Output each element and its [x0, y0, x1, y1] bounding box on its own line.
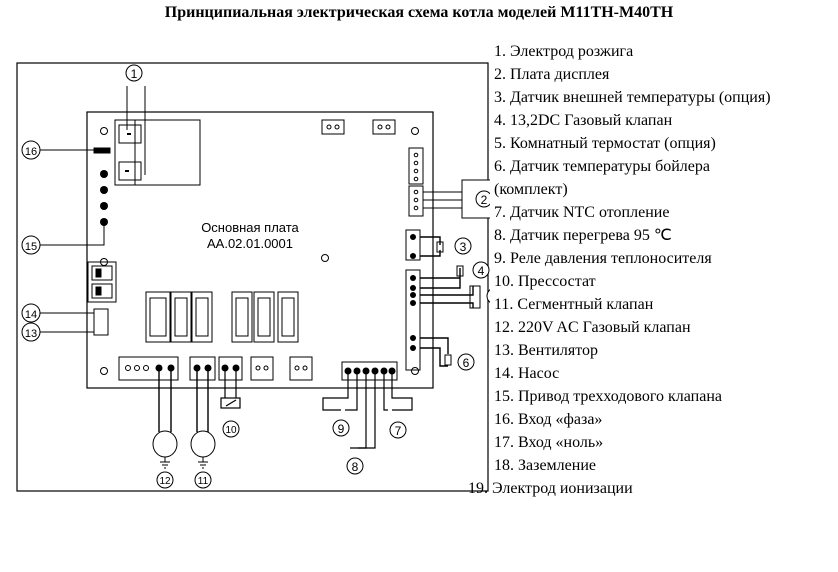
- callout-3-circle: [454, 237, 472, 255]
- callout-6: 6: [463, 356, 470, 370]
- callout-12-circle: [156, 471, 174, 489]
- right-connectors: [408, 147, 490, 219]
- valve-pins: [100, 170, 108, 226]
- valve-wires: [158, 368, 209, 432]
- callout-9: 9: [338, 422, 345, 436]
- callout-14-circle: [21, 303, 41, 323]
- legend-item: 9. Реле давления теплоносителя: [494, 250, 712, 267]
- legend-list: 1. Электрод розжига 2. Плата дисплея 3. …: [468, 40, 834, 500]
- legend-item: 15. Привод трехходового клапана: [494, 388, 722, 405]
- page-title: Принципиальная электрическая схема котла…: [164, 4, 674, 21]
- legend-item: 19. Электрод ионизации: [468, 480, 633, 497]
- callout-13: 13: [25, 328, 37, 340]
- callout-9-circle: [332, 419, 350, 437]
- callout-3: 3: [460, 240, 467, 254]
- sensor-pins: [410, 234, 416, 351]
- bottom-pins: [155, 364, 396, 375]
- legend-item: 8. Датчик перегрева 95 ℃: [494, 227, 672, 244]
- legend-item: 5. Комнатный термостат (опция): [494, 135, 716, 152]
- sensor-block: [405, 229, 481, 371]
- fan-pump-wires: [40, 308, 109, 336]
- callout-4-circle: [472, 261, 490, 279]
- callout-14: 14: [25, 309, 37, 321]
- wiring-diagram: 1 2 3 4 5 6: [16, 62, 490, 492]
- legend-item: 6. Датчик температуры бойлера (комплект): [494, 158, 710, 198]
- relays: [145, 291, 299, 343]
- legend-item: 12. 220V AC Газовый клапан: [494, 319, 691, 336]
- callout-1-circle: [125, 64, 143, 82]
- left-wires: [40, 147, 111, 246]
- outer-frame: [16, 62, 489, 492]
- callout-2-circle: [475, 190, 490, 208]
- bottom-connectors: [118, 356, 398, 381]
- callout-16: 16: [25, 146, 37, 158]
- callout-16-circle: [21, 140, 41, 160]
- mounting-holes: [100, 127, 419, 375]
- legend-item: 4. 13,2DC Газовый клапан: [494, 112, 673, 129]
- legend-item: 17. Вход «ноль»: [494, 434, 604, 451]
- callout-10: 10: [225, 425, 237, 436]
- callout-2: 2: [481, 193, 488, 207]
- segment-valve-11: [190, 430, 216, 458]
- callout-4: 4: [478, 264, 485, 278]
- callout-1: 1: [131, 67, 138, 81]
- callout-7-circle: [389, 421, 407, 439]
- callout-5-circle: [486, 289, 490, 303]
- legend-item: 18. Заземление: [494, 457, 596, 474]
- callout-11-circle: [194, 471, 212, 489]
- callout-7: 7: [395, 424, 402, 438]
- legend-item: 10. Прессостат: [494, 273, 596, 290]
- callout-15: 15: [25, 241, 37, 253]
- gas-valve-12: [152, 430, 178, 458]
- board-label-line2: AA.02.01.0001: [207, 236, 293, 251]
- callout-15-circle: [21, 235, 41, 255]
- legend-item: 14. Насос: [494, 365, 560, 382]
- main-board: [86, 111, 434, 389]
- sensor-wires-bottom: [322, 371, 413, 449]
- legend-item: 7. Датчик NTC отопление: [494, 204, 670, 221]
- pressostat-10: [220, 368, 241, 409]
- callout-13-circle: [21, 322, 41, 342]
- legend-item: 13. Вентилятор: [494, 342, 599, 359]
- callout-10-circle: [222, 420, 240, 438]
- callout-11: 11: [198, 476, 209, 487]
- legend-item: 2. Плата дисплея: [494, 66, 610, 83]
- callout-8: 8: [352, 460, 359, 474]
- ignition-block: [114, 86, 201, 186]
- callout-12: 12: [159, 476, 171, 487]
- callout-8-circle: [346, 457, 364, 475]
- legend-item: 1. Электрод розжига: [494, 43, 634, 60]
- board-label-line1: Основная плата: [201, 220, 299, 235]
- top-connectors: [321, 119, 396, 135]
- power-terminal: [87, 261, 117, 303]
- legend-item: 16. Вход «фаза»: [494, 411, 603, 428]
- legend-item: 11. Сегментный клапан: [494, 296, 654, 313]
- legend-item: 3. Датчик внешней температуры (опция): [494, 89, 771, 106]
- callout-6-circle: [457, 353, 475, 371]
